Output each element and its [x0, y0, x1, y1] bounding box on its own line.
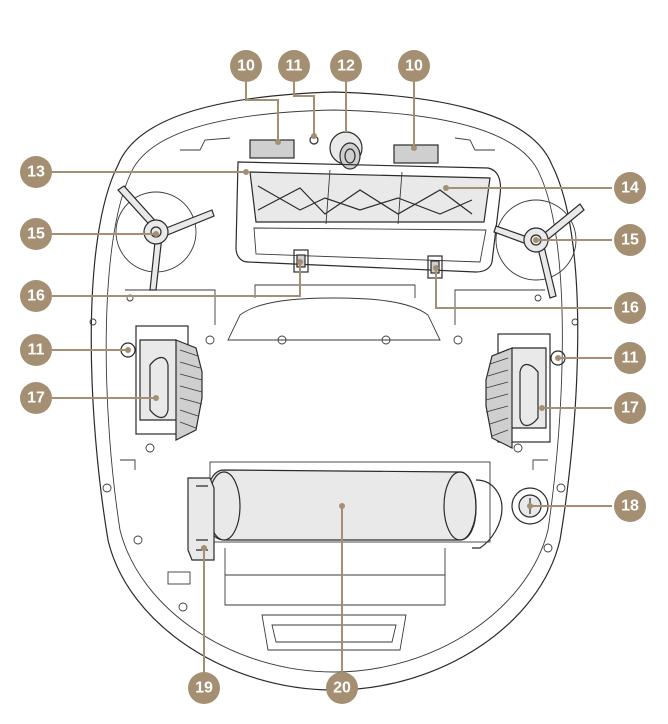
front-caster-wheel	[329, 131, 363, 170]
callout-19: 19	[188, 672, 220, 704]
svg-text:15: 15	[27, 226, 45, 243]
svg-text:19: 19	[195, 680, 213, 697]
left-pad	[249, 139, 295, 159]
svg-text:16: 16	[621, 300, 639, 317]
svg-text:17: 17	[27, 390, 45, 407]
svg-text:20: 20	[333, 680, 351, 697]
svg-text:10: 10	[405, 58, 423, 75]
svg-text:16: 16	[27, 288, 45, 305]
callout-10-right: 10	[398, 50, 430, 82]
robot-body-outline	[89, 91, 579, 691]
callout-20: 20	[326, 672, 358, 704]
left-drive-wheel-icon	[135, 325, 203, 441]
svg-text:10: 10	[237, 58, 255, 75]
callout-17-left: 17	[20, 382, 52, 414]
callout-10-left: 10	[230, 50, 262, 82]
callout-12: 12	[330, 50, 362, 82]
callout-14: 14	[614, 172, 646, 204]
left-side-brush-icon	[115, 185, 215, 291]
callout-18: 18	[614, 490, 646, 522]
callout-17-right: 17	[614, 392, 646, 424]
callout-11-left: 11	[20, 334, 52, 366]
main-roller-icon	[205, 461, 503, 549]
callout-11-top: 11	[278, 50, 310, 82]
svg-text:13: 13	[27, 164, 45, 181]
right-drive-wheel-icon	[485, 333, 551, 449]
callout-16-right: 16	[614, 292, 646, 324]
callout-11-right: 11	[614, 342, 646, 374]
callout-13: 13	[20, 156, 52, 188]
svg-text:11: 11	[28, 342, 45, 359]
svg-text:11: 11	[286, 58, 303, 75]
svg-text:17: 17	[621, 400, 639, 417]
right-side-brush-icon	[493, 199, 585, 299]
top-features	[249, 131, 439, 170]
callout-15-left: 15	[20, 218, 52, 250]
svg-text:11: 11	[622, 350, 639, 367]
right-pad	[393, 144, 439, 164]
leader-lines	[52, 82, 612, 672]
roller-latch	[187, 477, 215, 561]
callout-15-right: 15	[614, 224, 646, 256]
svg-text:14: 14	[621, 180, 639, 197]
callout-16-left: 16	[20, 280, 52, 312]
brush-compartment	[235, 161, 502, 279]
svg-text:18: 18	[621, 498, 639, 515]
svg-text:12: 12	[337, 58, 355, 75]
svg-text:15: 15	[621, 232, 639, 249]
